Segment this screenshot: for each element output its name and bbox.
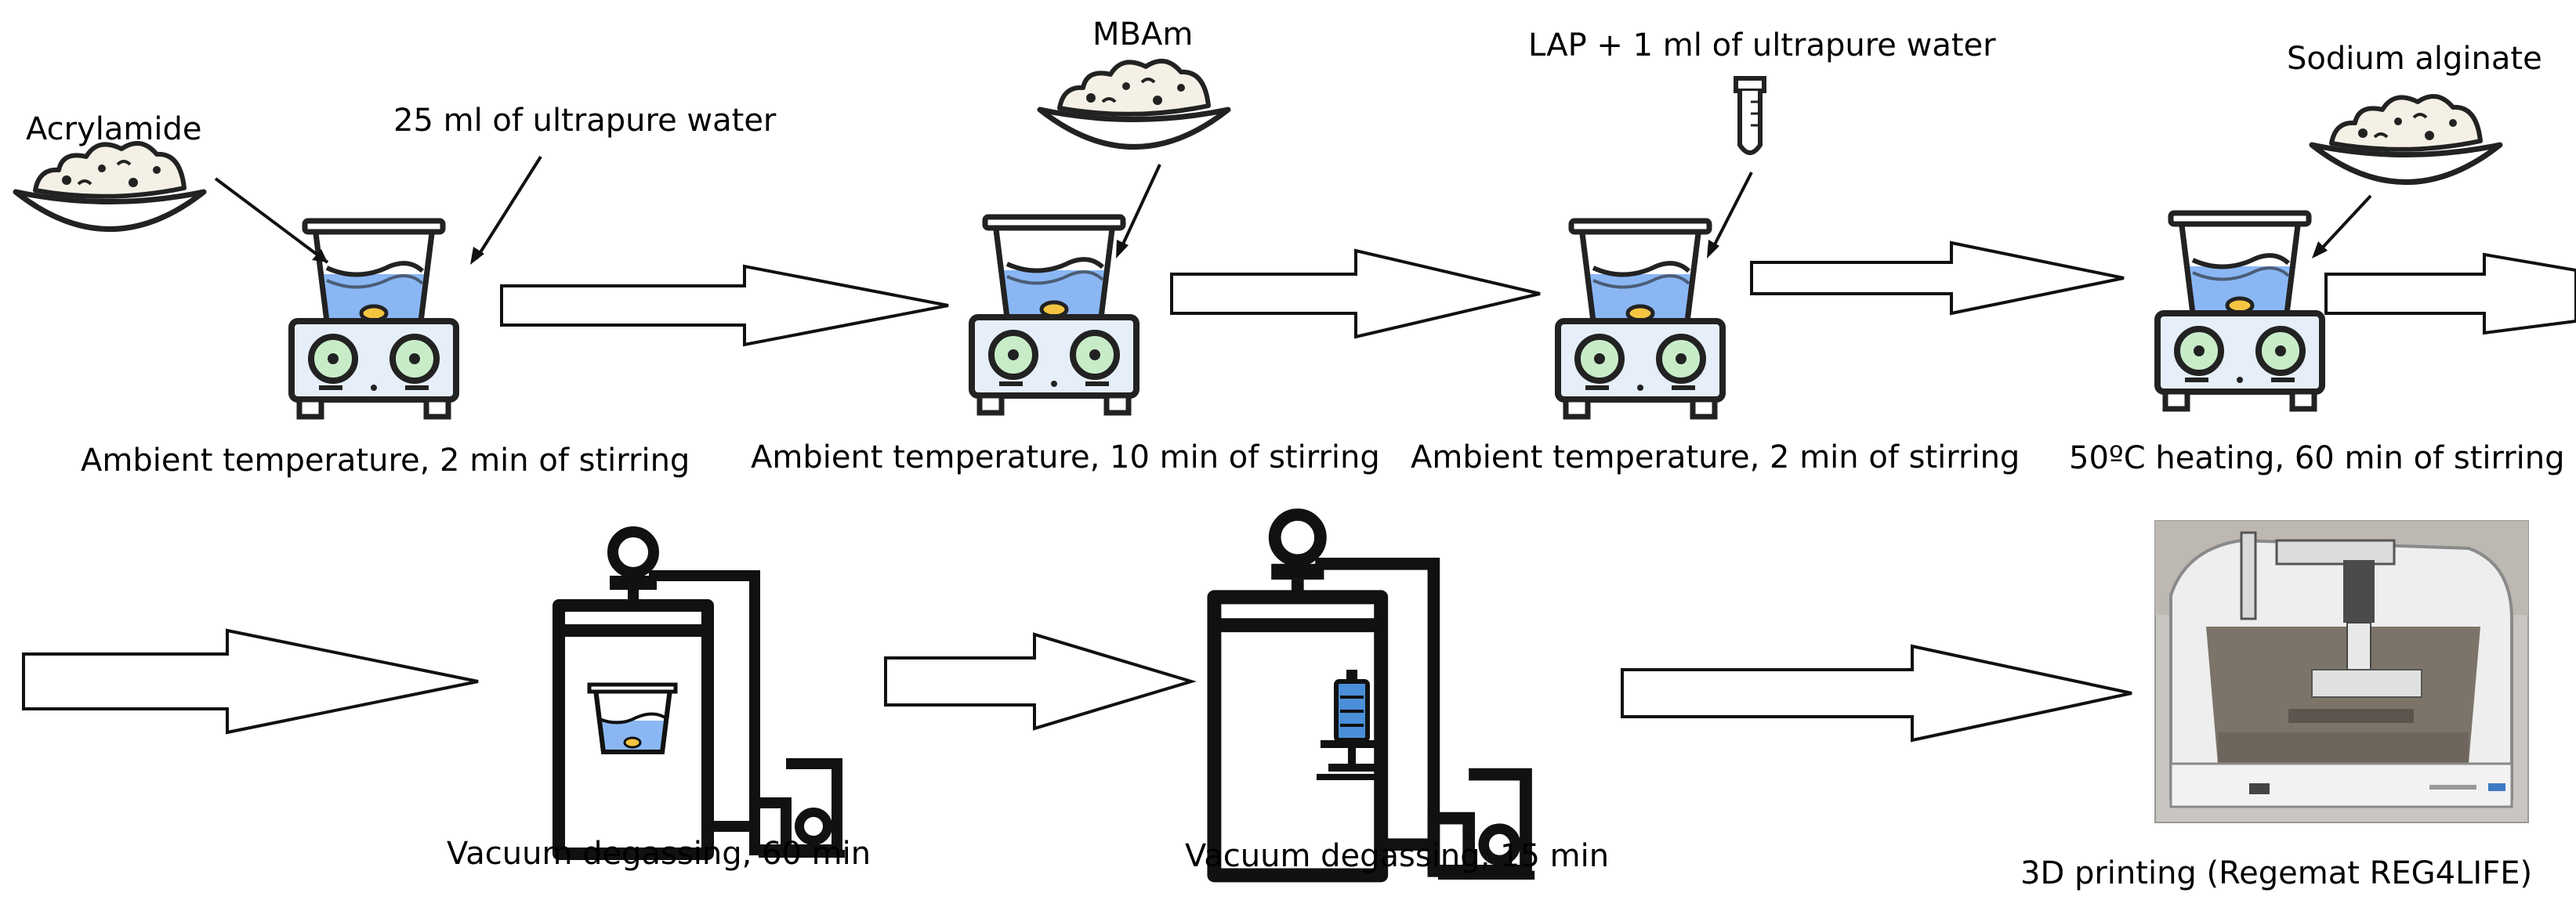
magnetic-stirrer-icon — [1558, 221, 1723, 417]
powder-dish-icon — [1040, 61, 1228, 147]
powder-dish-icon — [2312, 96, 2500, 183]
test-tube-icon — [1734, 76, 1766, 155]
syringe-icon — [1317, 670, 1387, 780]
input-label-mbam: MBAm — [1092, 16, 1194, 52]
process-arrow — [2324, 252, 2576, 335]
pointer-line — [2317, 194, 2372, 254]
process-arrow — [1750, 240, 2125, 316]
process-arrow — [1170, 248, 1541, 339]
step-label-3: Ambient temperature, 2 min of stirring — [1411, 439, 2020, 475]
pointer-line — [214, 177, 329, 264]
magnetic-stirrer-icon — [972, 217, 1136, 413]
powder-dish-icon — [16, 143, 204, 230]
step-label-6: Vacuum degassing, 15 min — [1185, 838, 1610, 874]
process-arrow — [22, 628, 479, 735]
magnetic-stirrer-icon — [2158, 213, 2322, 409]
process-arrow — [884, 632, 1197, 731]
pointer-line — [475, 155, 542, 260]
process-arrow — [1621, 644, 2132, 743]
step-label-2: Ambient temperature, 10 min of stirring — [751, 439, 1380, 475]
pointer-line — [1711, 172, 1753, 250]
step-label-1: Ambient temperature, 2 min of stirring — [81, 443, 690, 479]
vacuum-chamber-icon — [559, 532, 845, 854]
step-label-5: Vacuum degassing, 60 min — [447, 836, 871, 872]
bioprinter-photo — [2154, 520, 2529, 823]
input-label-acrylamide: Acrylamide — [26, 111, 202, 147]
step-label-7: 3D printing (Regemat REG4LIFE) — [2020, 855, 2533, 891]
input-label-water: 25 ml of ultrapure water — [393, 103, 777, 139]
input-label-lap: LAP + 1 ml of ultrapure water — [1528, 27, 1996, 63]
pointer-line — [1119, 164, 1161, 250]
process-arrow — [500, 264, 949, 347]
vacuum-chamber-icon — [1214, 515, 1534, 875]
input-label-alginate: Sodium alginate — [2287, 41, 2542, 77]
step-label-4: 50ºC heating, 60 min of stirring — [2069, 440, 2565, 476]
magnetic-stirrer-icon — [292, 221, 456, 417]
